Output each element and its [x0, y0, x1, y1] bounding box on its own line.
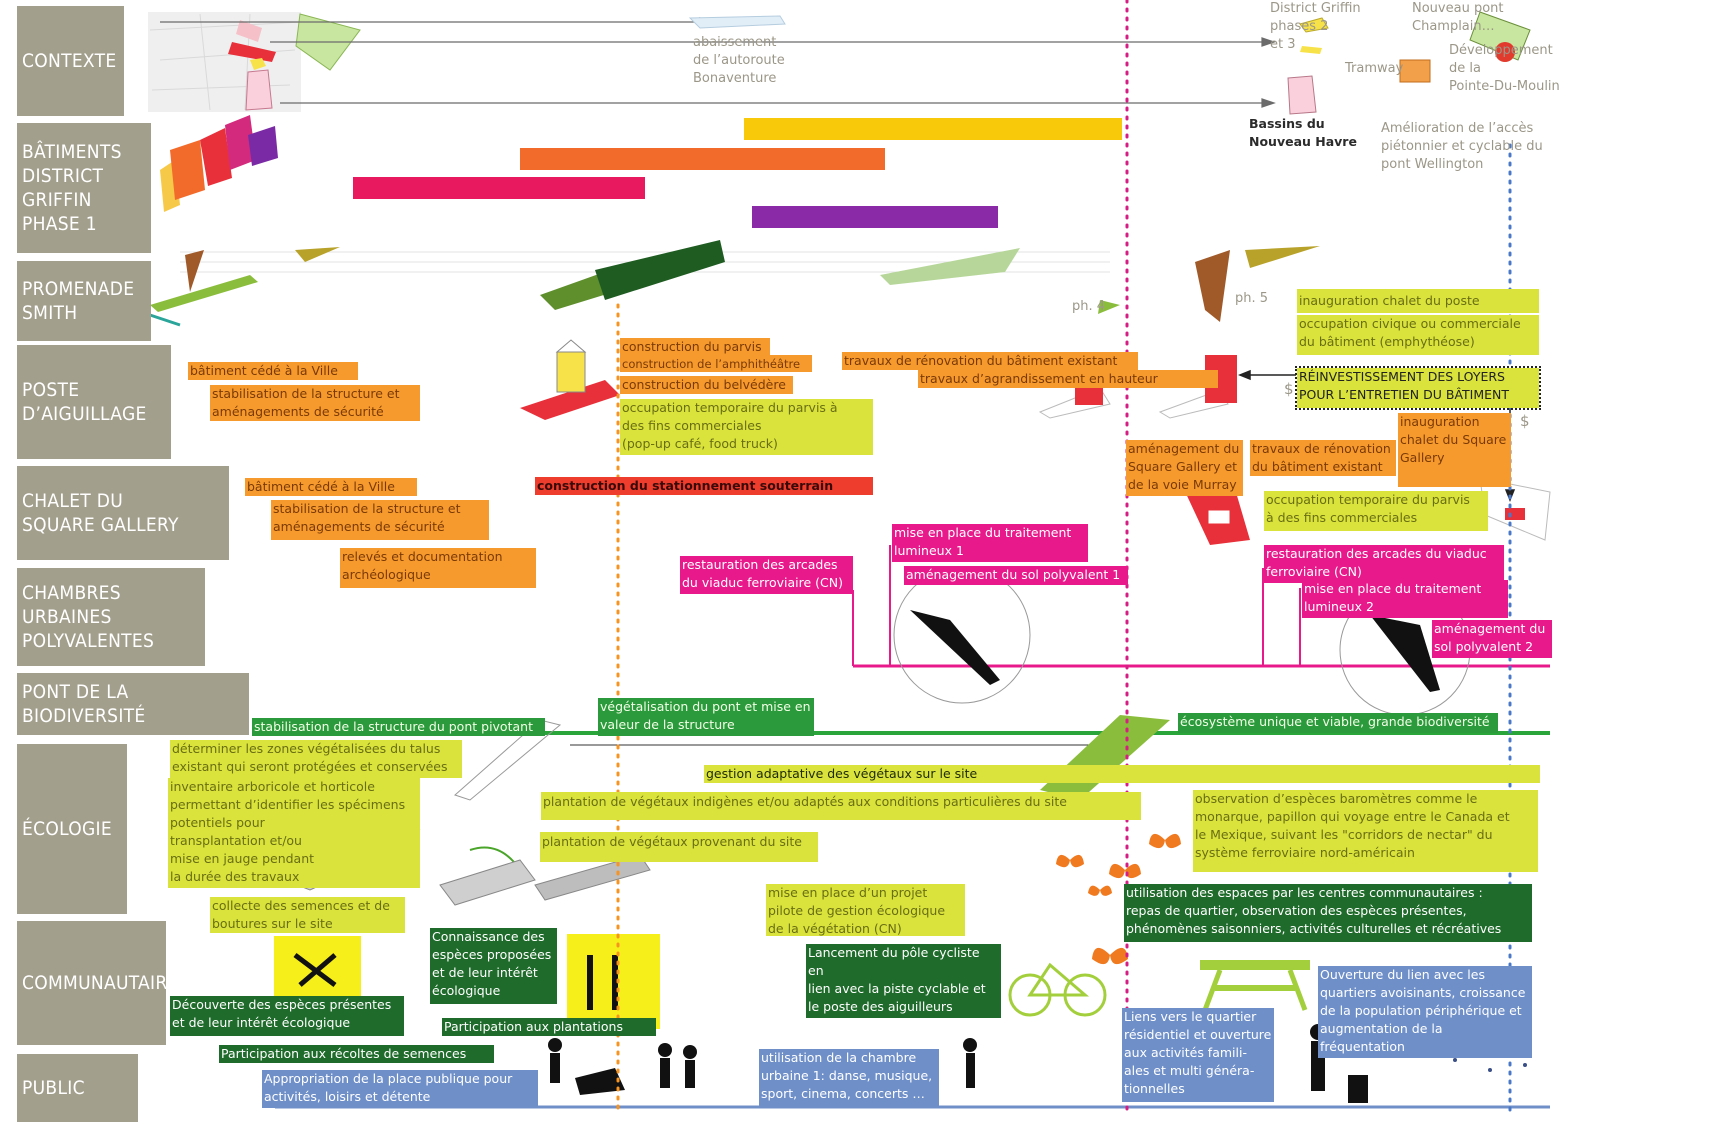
dollar-sign-left: $	[1284, 380, 1294, 398]
poste-occupation-temporaire: occupation temporaire du parvis à des fi…	[620, 399, 873, 455]
pont-ecosysteme: écosystème unique et viable, grande biod…	[1178, 713, 1498, 733]
square-building	[1505, 508, 1525, 520]
public-recoltes: Participation aux récoltes de semences	[219, 1045, 494, 1063]
bicycle-icon	[1008, 962, 1107, 1017]
district-shape	[1299, 17, 1329, 33]
ecologie-gestion: gestion adaptative des végétaux sur le s…	[704, 765, 1540, 783]
poste-renovation: travaux de rénovation du bâtiment exista…	[842, 352, 1138, 370]
bridge-green	[1040, 715, 1170, 800]
context-arrows	[160, 17, 1276, 108]
public-chambre-1: utilisation de la chambre urbaine 1: dan…	[759, 1049, 939, 1106]
communautaire-utilisation: utilisation des espaces par les centres …	[1124, 884, 1532, 942]
poste-occupation-civique: occupation civique ou commerciale du bât…	[1297, 315, 1539, 355]
ecologie-determiner: déterminer les zones végétalisées du tal…	[170, 740, 462, 778]
poste-reinvestissement: RÉINVESTISSEMENT DES LOYERS POUR L’ENTRE…	[1295, 366, 1541, 410]
person-silhouette-icon	[548, 1024, 1368, 1103]
category-ecologie: ÉCOLOGIE	[17, 744, 127, 914]
chambres-traitement-2: mise en place du traitement lumineux 2	[1302, 580, 1508, 618]
highway-shape	[688, 15, 786, 29]
communautaire-lancement: Lancement du pôle cycliste en lien avec …	[806, 944, 1001, 1018]
tramway-icon	[1399, 59, 1431, 83]
ecologie-observation: observation d’espèces baromètres comme l…	[1193, 790, 1538, 872]
pont-vegetalisation: végétalisation du pont et mise en valeur…	[598, 698, 814, 736]
ecologie-plantation-site: plantation de végétaux provenant du site	[540, 832, 818, 862]
context-bassins: Bassins du Nouveau Havre	[1249, 116, 1357, 149]
chalet-amenagement-square: aménagement du Square Gallery et de la v…	[1126, 440, 1243, 496]
poste-inauguration: inauguration chalet du poste	[1297, 289, 1539, 313]
pont-stabilisation: stabilisation de la structure du pont pi…	[252, 718, 545, 736]
communautaire-decouverte: Découverte des espèces présentes et de l…	[170, 996, 404, 1036]
category-pont: PONT DE LA BIODIVERSITÉ	[17, 673, 249, 735]
public-appropriation: Appropriation de la place publique pour …	[262, 1070, 538, 1108]
poste-belvedere: construction du belvédère	[620, 376, 793, 394]
category-promenade: PROMENADE SMITH	[17, 261, 151, 341]
context-abaissement: abaissement de l’autoroute Bonaventure	[693, 35, 785, 86]
communautaire-connaissance: Connaissance des espèces proposées et de…	[430, 928, 557, 1004]
phase-bar-red	[353, 177, 645, 199]
category-public: PUBLIC	[17, 1054, 138, 1122]
context-amelioration: Amélioration de l’accès piétonnier et cy…	[1381, 121, 1543, 172]
chalet-occupation-temporaire: occupation temporaire du parvis à des fi…	[1264, 491, 1488, 531]
ecologie-plantation-indigenes: plantation de végétaux indigènes et/ou a…	[541, 792, 1141, 820]
ecologie-collecte: collecte des semences et de boutures sur…	[210, 897, 405, 933]
chalet-building	[1207, 509, 1231, 525]
public-liens: Liens vers le quartier résidentiel et ou…	[1122, 1008, 1274, 1102]
poste-amphitheatre: construction de l’amphithéâtre	[620, 355, 812, 372]
chalet-stabilisation: stabilisation de la structure et aménage…	[271, 500, 489, 540]
chalet-renovation: travaux de rénovation du bâtiment exista…	[1250, 440, 1396, 476]
chambres-sol-1: aménagement du sol polyvalent 1	[904, 566, 1128, 585]
poste-buildings	[520, 339, 1237, 420]
communautaire-ouverture: Ouverture du lien avec les quartiers avo…	[1318, 966, 1532, 1058]
chambres-arcades-1: restauration des arcades du viaduc ferro…	[680, 556, 853, 594]
chambres-traitement-1: mise en place du traitement lumineux 1	[892, 524, 1088, 562]
planting-illustration	[439, 854, 651, 906]
category-communautaire: COMMUNAUTAIRE	[17, 921, 178, 1045]
category-poste: POSTE D’AIGUILLAGE	[17, 345, 171, 459]
chalet-inauguration: inauguration chalet du Square Gallery	[1398, 413, 1511, 487]
chambres-sol-2: aménagement du sol polyvalent 2	[1432, 620, 1552, 658]
phase-bar-purple	[752, 206, 998, 228]
district-shape-2	[1300, 46, 1322, 54]
promenade-shapes	[149, 240, 1320, 327]
communautaire-participation-plantations: Participation aux plantations	[442, 1018, 656, 1036]
ecologie-inventaire: inventaire arboricole et horticole perme…	[168, 778, 420, 888]
phase-bar-yellow	[744, 118, 1122, 140]
phase-bar-orange	[520, 148, 885, 170]
context-nouveau-pont: Nouveau pont Champlain…	[1412, 1, 1504, 34]
dollar-sign-right: $	[1520, 412, 1530, 430]
category-chalet: CHALET DU SQUARE GALLERY	[17, 466, 229, 560]
bridge-outline	[454, 719, 562, 801]
poste-agrandissement: travaux d’agrandissement en hauteur	[918, 370, 1218, 388]
chambres-arcades-2: restauration des arcades du viaduc ferro…	[1264, 545, 1504, 583]
category-chambres: CHAMBRES URBAINES POLYVALENTES	[17, 568, 205, 666]
context-developpement: Développement de la Pointe-Du-Moulin	[1449, 43, 1560, 94]
pointe-du-moulin-shape	[1469, 11, 1531, 61]
butterfly-icon	[1056, 833, 1181, 965]
poste-stabilisation: stabilisation de la structure et aménage…	[210, 385, 420, 421]
context-map	[148, 12, 361, 112]
district-buildings	[160, 115, 278, 212]
ecologie-projet-pilote: mise en place d’un projet pilote de gest…	[766, 884, 965, 936]
picnic-table-icon	[1200, 960, 1310, 1011]
context-tramway: Tramway	[1345, 61, 1404, 76]
chalet-batiment-cede: bâtiment cédé à la Ville	[245, 478, 417, 496]
chalet-stationnement: construction du stationnement souterrain…	[535, 477, 873, 495]
category-contexte: CONTEXTE	[17, 6, 124, 116]
poste-batiment-cede: bâtiment cédé à la Ville	[188, 362, 358, 380]
promenade-ph4: ph. 4	[1072, 299, 1106, 314]
category-batiments: BÂTIMENTS DISTRICT GRIFFIN PHASE 1	[17, 123, 151, 253]
promenade-ph5: ph. 5	[1235, 291, 1269, 306]
chalet-releves: relevés et documentation archéologique	[340, 548, 536, 588]
poste-parvis: construction du parvis	[620, 338, 770, 355]
bassins-shape	[1287, 75, 1317, 115]
context-district-griffin: District Griffin phases 2 et 3	[1270, 1, 1361, 52]
landmark-dot	[1495, 42, 1515, 62]
